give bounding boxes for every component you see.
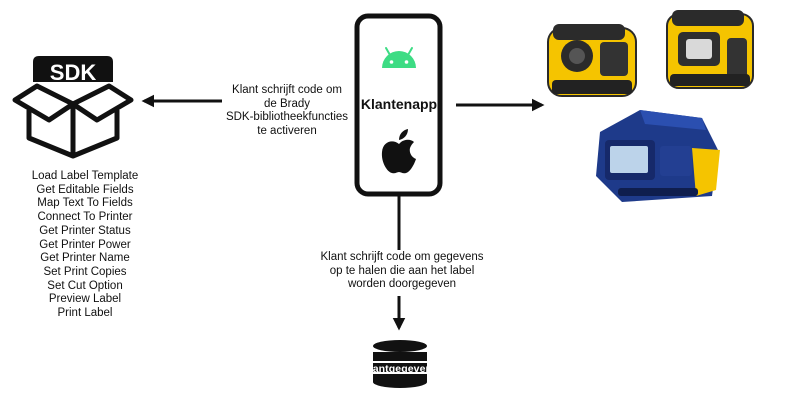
sdk-box-icon: SDK — [12, 56, 134, 159]
sdk-function-item: Get Printer Power — [39, 238, 131, 251]
edge-label-line: te activeren — [257, 124, 317, 137]
apple-icon — [381, 129, 416, 174]
sdk-function-item: Get Printer Status — [39, 224, 131, 237]
label-printer-right-image — [666, 10, 754, 89]
sdk-function-item: Set Cut Option — [47, 279, 123, 292]
edge-label-to-sdk: Klant schrijft code om de Brady SDK-bibl… — [223, 84, 351, 138]
sdk-function-item: Map Text To Fields — [37, 197, 133, 210]
phone-app-label: Klantenapp — [360, 96, 438, 112]
edge-label-line: worden doorgegeven — [347, 278, 457, 290]
sdk-function-item: Get Printer Name — [40, 252, 130, 265]
edge-label-line: Klant schrijft code om — [232, 84, 342, 96]
edge-label-line: SDK-bibliotheekfuncties — [225, 111, 349, 123]
edge-label-line: de Brady — [263, 97, 311, 110]
edge-label-to-database: Klant schrijft code om gegevens op te ha… — [300, 251, 504, 292]
sdk-function-list: Load Label Template Get Editable Fields … — [0, 170, 170, 321]
customer-app-phone — [354, 13, 443, 197]
edge-label-line: Klant schrijft code om gegevens — [320, 251, 484, 263]
database-label: Klantgegevens — [362, 363, 438, 375]
sdk-function-item: Connect To Printer — [37, 211, 133, 224]
sdk-function-item: Get Editable Fields — [36, 183, 134, 196]
database-icon — [373, 340, 427, 388]
edge-label-line: op te halen die aan het label — [329, 264, 475, 277]
sdk-function-item: Preview Label — [48, 293, 122, 306]
label-printer-left-image — [547, 24, 637, 97]
sdk-function-item: Print Label — [57, 307, 113, 320]
sdk-badge-text: SDK — [50, 60, 97, 85]
label-printer-bottom-image — [596, 110, 720, 202]
sdk-function-item: Set Print Copies — [43, 265, 127, 278]
android-icon — [382, 47, 416, 68]
sdk-function-item: Load Label Template — [31, 170, 139, 182]
